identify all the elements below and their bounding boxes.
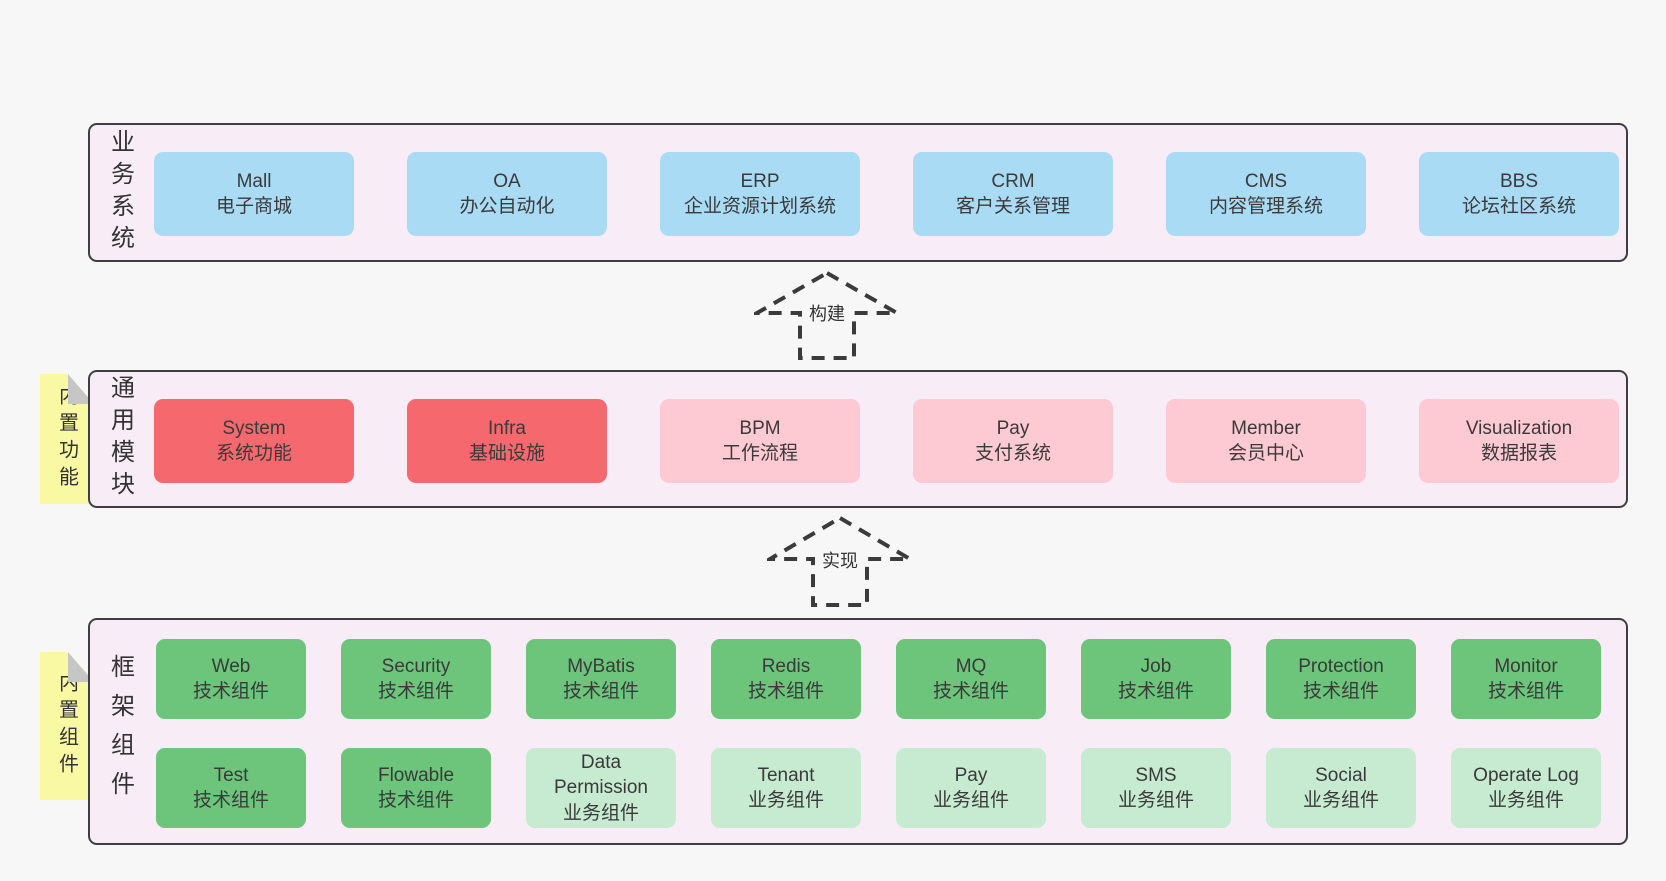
business-systems-panel: 业务系统 Mall 电子商城 OA 办公自动化 ERP 企业资源计划系统 CRM… [88,123,1628,262]
framework-components-panel: 框架组件 Web 技术组件 Security 技术组件 MyBatis 技术组件… [88,618,1628,845]
box-protection: Protection 技术组件 [1266,639,1416,719]
box-redis: Redis 技术组件 [711,639,861,719]
box-title: CMS [1244,170,1288,192]
box-job: Job 技术组件 [1081,639,1231,719]
box-mybatis: MyBatis 技术组件 [526,639,676,719]
box-title: Security [381,655,451,677]
box-subtitle: 办公自动化 [459,196,555,217]
box-system: System 系统功能 [154,399,354,483]
box-bbs: BBS 论坛社区系统 [1419,152,1619,236]
box-title: OA [493,170,521,192]
implement-arrow-label: 实现 [818,546,862,574]
box-subtitle: 系统功能 [215,443,292,464]
box-subtitle: 业务组件 [1117,790,1194,811]
box-infra: Infra 基础设施 [407,399,607,483]
framework-components-label: 框架组件 [106,653,134,810]
box-pay-component: Pay 业务组件 [896,748,1046,828]
box-title: MyBatis [567,655,635,677]
box-title: BPM [739,417,781,439]
box-subtitle: 业务组件 [747,790,824,811]
box-title: SMS [1135,764,1177,786]
box-pay: Pay 支付系统 [913,399,1113,483]
box-subtitle: 电子商城 [215,196,292,217]
box-title: Visualization [1465,417,1573,439]
box-monitor: Monitor 技术组件 [1451,639,1601,719]
box-web: Web 技术组件 [156,639,306,719]
box-title: Monitor [1494,655,1558,677]
business-systems-label: 业务系统 [106,128,134,257]
box-title: Tenant [757,764,815,786]
box-subtitle: 数据报表 [1480,443,1557,464]
box-subtitle: 论坛社区系统 [1461,196,1576,217]
box-title: Operate Log [1473,764,1579,786]
box-sms: SMS 业务组件 [1081,748,1231,828]
box-member: Member 会员中心 [1166,399,1366,483]
note-built-in-components: 内置组件 [40,652,94,800]
box-subtitle: 技术组件 [562,681,639,702]
box-title: Member [1231,417,1301,439]
note-built-in-features-label: 内置功能 [55,385,78,493]
box-tenant: Tenant 业务组件 [711,748,861,828]
box-bpm: BPM 工作流程 [660,399,860,483]
box-title: ERP [740,170,780,192]
box-subtitle: 客户关系管理 [955,196,1070,217]
box-subtitle: 技术组件 [377,681,454,702]
box-title: Flowable [377,764,455,786]
box-operate-log: Operate Log 业务组件 [1451,748,1601,828]
box-subtitle: 技术组件 [747,681,824,702]
box-subtitle: 技术组件 [1117,681,1194,702]
box-subtitle: 技术组件 [192,681,269,702]
box-subtitle: 技术组件 [1302,681,1379,702]
build-arrow-label: 构建 [805,299,849,327]
box-security: Security 技术组件 [341,639,491,719]
box-title: Pay [954,764,988,786]
box-title: MQ [955,655,987,677]
box-oa: OA 办公自动化 [407,152,607,236]
box-subtitle: 技术组件 [377,790,454,811]
box-title: Test [213,764,249,786]
common-modules-panel: 通用模块 System 系统功能 Infra 基础设施 BPM 工作流程 Pay… [88,370,1628,508]
box-social: Social 业务组件 [1266,748,1416,828]
box-title: System [222,417,286,439]
box-subtitle: 企业资源计划系统 [683,196,836,217]
common-modules-label: 通用模块 [106,375,134,503]
box-title: Web [211,655,251,677]
box-subtitle: 工作流程 [721,443,798,464]
box-title: Job [1140,655,1172,677]
box-title: BBS [1499,170,1539,192]
box-subtitle: 业务组件 [1487,790,1564,811]
box-title: Redis [761,655,811,677]
box-title: Social [1315,764,1367,786]
box-subtitle: 技术组件 [1487,681,1564,702]
note-built-in-features: 内置功能 [40,374,94,504]
box-crm: CRM 客户关系管理 [913,152,1113,236]
box-mq: MQ 技术组件 [896,639,1046,719]
box-data-permission: Data Permission 业务组件 [526,748,676,828]
note-built-in-components-label: 内置组件 [55,672,78,780]
box-subtitle: 基础设施 [468,443,545,464]
box-test: Test 技术组件 [156,748,306,828]
box-subtitle: 业务组件 [562,802,639,824]
box-subtitle: 业务组件 [1302,790,1379,811]
box-flowable: Flowable 技术组件 [341,748,491,828]
box-subtitle: 业务组件 [932,790,1009,811]
box-title: Pay [996,417,1030,439]
box-title: Infra [487,417,527,439]
box-subtitle: 技术组件 [932,681,1009,702]
box-subtitle: 会员中心 [1227,443,1304,464]
implement-arrow [767,516,913,607]
box-subtitle: 内容管理系统 [1208,196,1323,217]
box-erp: ERP 企业资源计划系统 [660,152,860,236]
box-title: Protection [1298,655,1384,677]
box-cms: CMS 内容管理系统 [1166,152,1366,236]
box-subtitle: 支付系统 [974,443,1051,464]
box-title: Data Permission [554,752,648,799]
box-subtitle: 技术组件 [192,790,269,811]
box-mall: Mall 电子商城 [154,152,354,236]
box-visualization: Visualization 数据报表 [1419,399,1619,483]
box-title: Mall [236,170,272,192]
box-title: CRM [991,170,1035,192]
